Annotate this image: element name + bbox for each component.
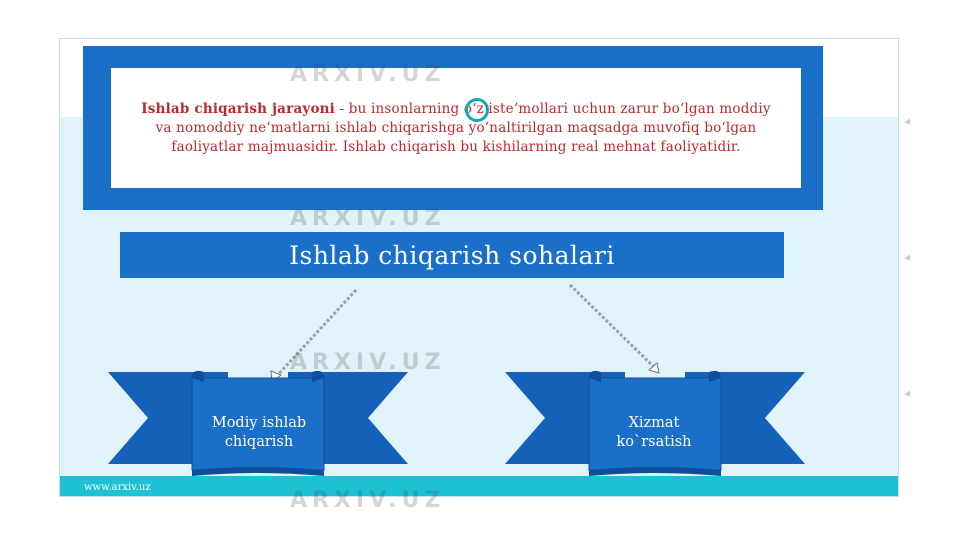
side-arrow-icon: ◂ — [904, 250, 911, 264]
side-arrow-icon: ◂ — [904, 386, 911, 400]
arrow-right-connector — [568, 283, 657, 370]
branch-right-label: Xizmat ko`rsatish — [616, 415, 692, 450]
cursor-ring-icon — [465, 98, 489, 122]
side-arrow-icon: ◂ — [904, 114, 911, 128]
definition-term: Ishlab chiqarish jarayoni — [141, 100, 335, 117]
watermark: ARXIV.UZ — [290, 350, 446, 375]
watermark: ARXIV.UZ — [290, 62, 446, 87]
footer-bar: www.arxiv.uz — [60, 476, 898, 496]
definition-box: Ishlab chiqarish jarayoni - bu insonlarn… — [111, 68, 801, 188]
ribbon-left — [108, 370, 408, 476]
title-bar: Ishlab chiqarish sohalari — [120, 232, 784, 278]
arrow-right-head — [647, 362, 660, 374]
definition-text: Ishlab chiqarish jarayoni - bu insonlarn… — [136, 100, 776, 157]
definition-body: - bu insonlarning o‘z iste‘mollari uchun… — [155, 100, 771, 155]
watermark: ARXIV.UZ — [290, 488, 446, 513]
ribbon-right — [505, 370, 805, 476]
footer-url: www.arxiv.uz — [84, 482, 151, 493]
page-title: Ishlab chiqarish sohalari — [289, 240, 615, 270]
branch-left-label: Modiy ishlab chiqarish — [211, 415, 307, 450]
watermark: ARXIV.UZ — [290, 206, 446, 231]
